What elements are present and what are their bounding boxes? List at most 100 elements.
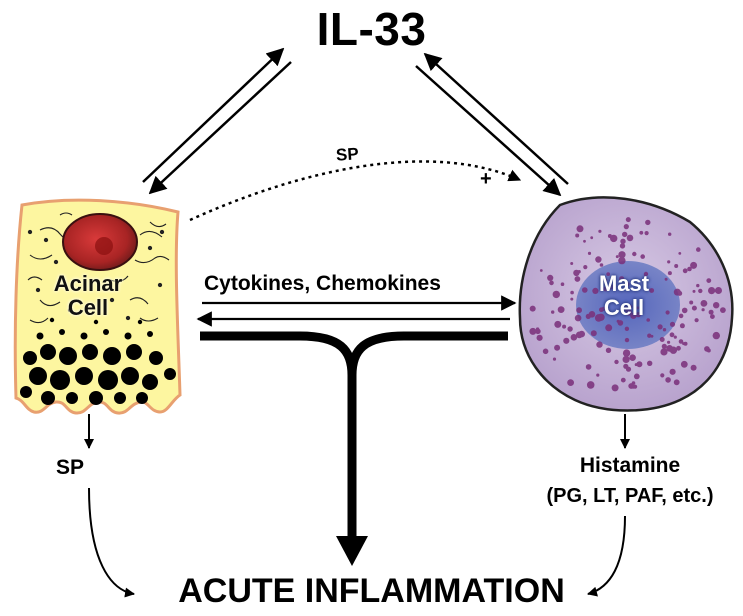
mast-granule: [664, 277, 668, 281]
mast-granule: [667, 260, 671, 264]
mast-granule: [567, 326, 573, 332]
acinar-nucleolus: [95, 237, 113, 255]
sp-to-inflammation-arrow: [88, 487, 135, 598]
mast-granule: [576, 225, 584, 233]
mast-granule: [619, 243, 626, 249]
cytokine-arrows: [196, 295, 517, 327]
mast-granule: [623, 224, 629, 230]
mast-granule: [622, 231, 628, 238]
mast-granule: [583, 265, 588, 270]
mast-granule: [657, 324, 663, 330]
mast-granule: [698, 288, 703, 294]
mast-granule: [608, 284, 614, 290]
mast-granule: [570, 262, 574, 265]
mast-granule: [665, 377, 671, 383]
mast-granule: [645, 219, 651, 226]
mast-granule: [673, 288, 681, 296]
mast-granule: [692, 289, 696, 293]
mast-granule: [622, 355, 630, 363]
mast-granule: [575, 233, 580, 238]
mast-granule: [690, 261, 698, 269]
mast-granule: [666, 345, 673, 352]
side-output-arrows: [84, 414, 630, 598]
mast-granule: [636, 361, 643, 368]
sp-plus-sign: +: [480, 168, 492, 190]
convergence-arrow: [200, 331, 508, 566]
mast-granule: [582, 287, 588, 293]
mast-granule: [536, 334, 543, 341]
mast-granule: [696, 283, 700, 288]
mast-granule: [634, 363, 638, 367]
mast-granule: [574, 314, 582, 322]
mast-granule: [701, 308, 705, 312]
mast-granule: [669, 321, 676, 327]
mast-granule: [618, 251, 626, 259]
mast-granule: [552, 357, 557, 361]
mast-granule: [626, 234, 634, 242]
mast-granule: [690, 364, 697, 371]
mast-granule: [694, 318, 699, 323]
mast-cell: [518, 196, 734, 412]
mast-granule: [669, 332, 675, 338]
mast-granule: [624, 281, 630, 287]
mast-granule: [603, 286, 608, 292]
mast-granule: [611, 384, 619, 392]
mast-granule: [712, 331, 720, 340]
mast-granule: [575, 331, 583, 339]
mast-granule: [682, 342, 686, 346]
mast-granule: [570, 290, 574, 295]
mast-granule: [585, 364, 592, 370]
il33-to-acinar-arrow: [148, 61, 292, 195]
mast-granule: [554, 320, 562, 328]
acinar-organelles: [27, 212, 170, 324]
mast-granules: [529, 217, 726, 392]
cytokines-label: Cytokines, Chemokines: [204, 272, 441, 295]
mast-granule: [632, 251, 637, 257]
mast-granule: [714, 288, 719, 293]
histamine-to-inflammation-arrow: [587, 515, 626, 597]
mast-granule: [633, 373, 640, 380]
mast-granule: [583, 239, 586, 243]
mast-granule: [622, 349, 631, 357]
il33-to-mast-arrow: [415, 65, 562, 197]
mast-granule: [644, 231, 649, 236]
mast-granule: [640, 254, 645, 259]
mast-granule: [576, 307, 582, 314]
acinar-zymogen-granules: [20, 317, 176, 405]
mast-granule: [562, 324, 567, 329]
mast-granule: [662, 328, 667, 332]
mast-granule: [708, 287, 716, 295]
mast-granule: [687, 266, 692, 272]
mast-granule: [614, 359, 619, 365]
il33-mast-arrows: [415, 52, 569, 197]
mast-nucleus: [576, 261, 680, 349]
mast-granule: [586, 381, 595, 389]
mast-granule: [643, 271, 649, 277]
mast-to-il33-arrow: [423, 52, 569, 185]
mast-granule: [708, 309, 714, 315]
mast-granule: [597, 313, 605, 321]
mast-granule: [623, 363, 629, 369]
mast-granule: [587, 251, 592, 255]
mast-granule: [577, 270, 581, 274]
mast-granule: [624, 337, 630, 343]
mast-granule: [669, 368, 676, 375]
mast-granule: [673, 379, 680, 386]
acinar-to-il33-arrow: [142, 47, 285, 183]
mast-granule: [680, 360, 688, 368]
mast-granule: [606, 272, 611, 276]
mast-granule: [590, 236, 594, 240]
mast-granule: [620, 238, 626, 244]
mast-granule: [598, 229, 602, 233]
mast-granule: [535, 327, 540, 331]
acinar-cell-body: [13, 198, 182, 415]
mast-granule: [647, 333, 652, 338]
acinar-cell: [13, 198, 182, 415]
mast-granule: [603, 278, 608, 283]
mast-granule: [590, 330, 597, 337]
mast-granule: [585, 313, 591, 319]
mast-granule: [720, 307, 726, 313]
mast-granule: [668, 232, 672, 236]
mast-granule: [539, 269, 543, 272]
